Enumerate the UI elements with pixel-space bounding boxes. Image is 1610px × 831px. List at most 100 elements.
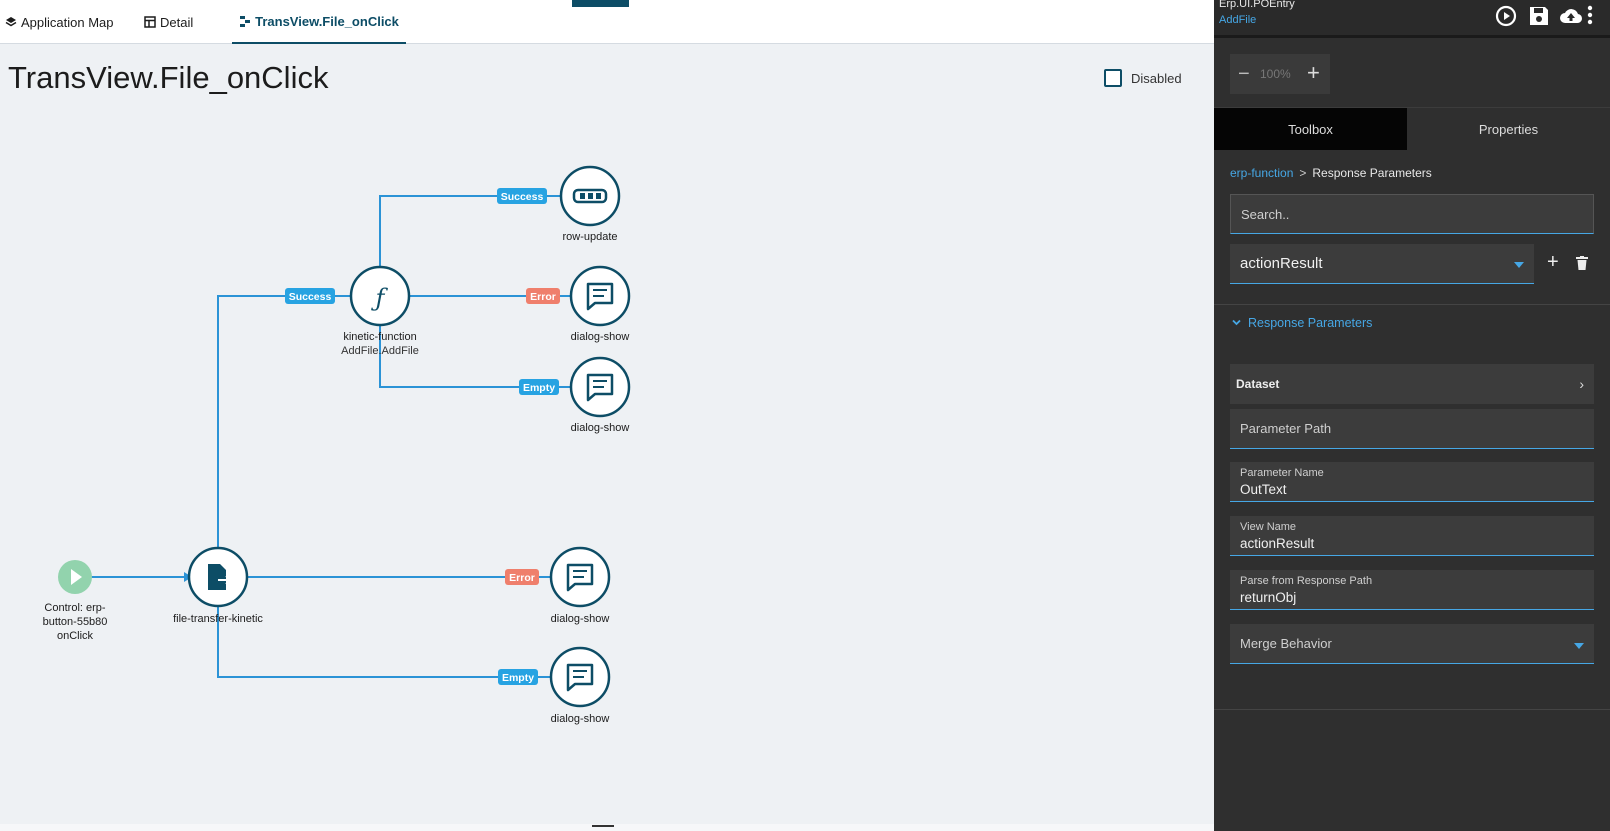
add-param-button[interactable]: + xyxy=(1547,251,1559,273)
breadcrumb: erp-function > Response Parameters xyxy=(1230,166,1432,180)
field-placeholder: Parameter Path xyxy=(1240,421,1332,436)
svg-text:Error: Error xyxy=(530,291,556,303)
node-dialog-show[interactable]: dialog-show xyxy=(549,546,611,625)
svg-text:Control: erp-: Control: erp- xyxy=(44,602,105,614)
function-icon: ƒ xyxy=(371,284,389,312)
top-badge xyxy=(572,0,629,7)
svg-text:Empty: Empty xyxy=(502,672,534,684)
view-name-link[interactable]: AddFile xyxy=(1219,14,1257,26)
node-dialog-show[interactable]: dialog-show xyxy=(569,265,631,343)
play-icon xyxy=(71,569,82,585)
play-circle-icon[interactable] xyxy=(1494,4,1518,28)
svg-text:file-transfer-kinetic: file-transfer-kinetic xyxy=(173,613,263,625)
edge-file-transfer-empty xyxy=(217,606,550,678)
chevron-right-icon: › xyxy=(1579,376,1584,392)
edge-label-error-1: Error xyxy=(526,288,560,304)
svg-text:Success: Success xyxy=(501,191,544,203)
edge-file-transfer-success xyxy=(217,295,352,548)
view-name-field[interactable]: View Name actionResult xyxy=(1230,516,1594,556)
flow-diagram: Success Success Error Empty Error Empty … xyxy=(43,165,631,725)
tab-properties[interactable]: Properties xyxy=(1478,121,1539,137)
svg-text:Empty: Empty xyxy=(523,382,555,394)
save-icon[interactable] xyxy=(1527,4,1551,28)
node-kinetic-function[interactable]: ƒ kinetic-function AddFile.AddFile xyxy=(341,265,419,357)
svg-text:Success: Success xyxy=(289,291,332,303)
merge-behavior-select[interactable]: Merge Behavior xyxy=(1230,624,1594,664)
svg-text:dialog-show: dialog-show xyxy=(551,613,610,625)
svg-text:Error: Error xyxy=(509,572,535,584)
svg-text:dialog-show: dialog-show xyxy=(571,331,630,343)
tab-toolbox[interactable]: Toolbox xyxy=(1214,108,1407,150)
field-value: returnObj xyxy=(1240,590,1297,605)
top-navigation: Application Map Detail TransView.File_on… xyxy=(0,0,1214,44)
field-label: View Name xyxy=(1240,521,1297,533)
parameter-name-field[interactable]: Parameter Name OutText xyxy=(1230,462,1594,502)
edge-function-success xyxy=(379,195,560,268)
svg-text:AddFile.AddFile: AddFile.AddFile xyxy=(341,345,419,357)
node-row-update[interactable]: row-update xyxy=(559,165,621,243)
table-icon xyxy=(144,16,156,28)
row-update-icon xyxy=(572,188,608,204)
edge-label-success-1: Success xyxy=(285,288,335,304)
response-param-select[interactable]: actionResult xyxy=(1230,244,1534,284)
zoom-in-button[interactable]: + xyxy=(1307,60,1320,85)
properties-panel: Erp.UI.POEntry AddFile − 100% + Toolbox … xyxy=(1214,0,1610,831)
edge-label-success-2: Success xyxy=(497,188,547,204)
field-label: Parse from Response Path xyxy=(1240,575,1373,587)
selected-param: actionResult xyxy=(1240,255,1323,272)
breadcrumb-link[interactable]: erp-function xyxy=(1230,166,1294,180)
panel-header: Erp.UI.POEntry AddFile xyxy=(1214,0,1610,38)
tab-label: Detail xyxy=(160,14,194,30)
tab-label: TransView.File_onClick xyxy=(255,13,399,29)
layers-icon xyxy=(5,17,17,27)
field-value: OutText xyxy=(1240,482,1287,497)
more-vertical-icon[interactable] xyxy=(1584,4,1596,28)
tab-detail[interactable]: Detail xyxy=(144,0,193,44)
section-response-parameters[interactable]: Response Parameters xyxy=(1248,316,1373,330)
edge-label-empty-2: Empty xyxy=(498,669,538,685)
node-dialog-show[interactable]: dialog-show xyxy=(569,356,631,434)
node-dialog-show[interactable]: dialog-show xyxy=(549,646,611,725)
node-file-transfer-kinetic[interactable]: file-transfer-kinetic xyxy=(173,546,263,625)
flow-icon xyxy=(240,16,251,27)
zoom-level: 100% xyxy=(1260,67,1291,81)
edge-function-empty xyxy=(379,325,570,388)
tab-transview-file-onclick[interactable]: TransView.File_onClick xyxy=(232,0,406,44)
chevron-down-icon[interactable] xyxy=(1232,318,1241,327)
resize-handle[interactable] xyxy=(592,825,614,827)
svg-text:button-55b80: button-55b80 xyxy=(43,616,108,628)
search-input[interactable] xyxy=(1230,194,1594,234)
page-title: TransView.File_onClick xyxy=(8,60,329,95)
trash-icon[interactable] xyxy=(1576,256,1588,270)
zoom-out-button[interactable]: − xyxy=(1238,63,1250,85)
breadcrumb-current: Response Parameters xyxy=(1312,166,1432,180)
zoom-control: − 100% + xyxy=(1230,54,1330,94)
caret-down-icon xyxy=(1514,262,1524,268)
field-placeholder: Merge Behavior xyxy=(1240,636,1332,651)
dialog-icon xyxy=(586,282,614,311)
svg-text:row-update: row-update xyxy=(562,231,617,243)
divider xyxy=(1214,709,1610,710)
dialog-icon xyxy=(566,663,594,692)
edge-label-empty-1: Empty xyxy=(519,379,559,395)
field-label: Parameter Name xyxy=(1240,467,1324,479)
dataset-row[interactable]: Dataset › xyxy=(1230,364,1594,404)
dialog-icon xyxy=(566,563,594,592)
trigger-node[interactable]: Control: erp- button-55b80 onClick xyxy=(43,560,108,642)
caret-down-icon xyxy=(1574,643,1584,649)
parse-path-field[interactable]: Parse from Response Path returnObj xyxy=(1230,570,1594,610)
dataset-label: Dataset xyxy=(1236,377,1280,391)
dialog-icon xyxy=(586,373,614,402)
tab-application-map[interactable]: Application Map xyxy=(5,0,114,44)
field-value: actionResult xyxy=(1240,536,1315,551)
svg-text:kinetic-function: kinetic-function xyxy=(343,331,416,343)
svg-text:dialog-show: dialog-show xyxy=(571,422,630,434)
app-name: Erp.UI.POEntry xyxy=(1219,0,1295,10)
parameter-path-field[interactable]: Parameter Path xyxy=(1230,409,1594,449)
divider xyxy=(1214,304,1610,305)
svg-text:onClick: onClick xyxy=(57,630,94,642)
cloud-upload-icon[interactable] xyxy=(1559,4,1583,28)
disabled-checkbox[interactable] xyxy=(1104,69,1122,87)
panel-tabs: Toolbox Properties xyxy=(1214,107,1610,150)
breadcrumb-separator: > xyxy=(1299,166,1307,180)
